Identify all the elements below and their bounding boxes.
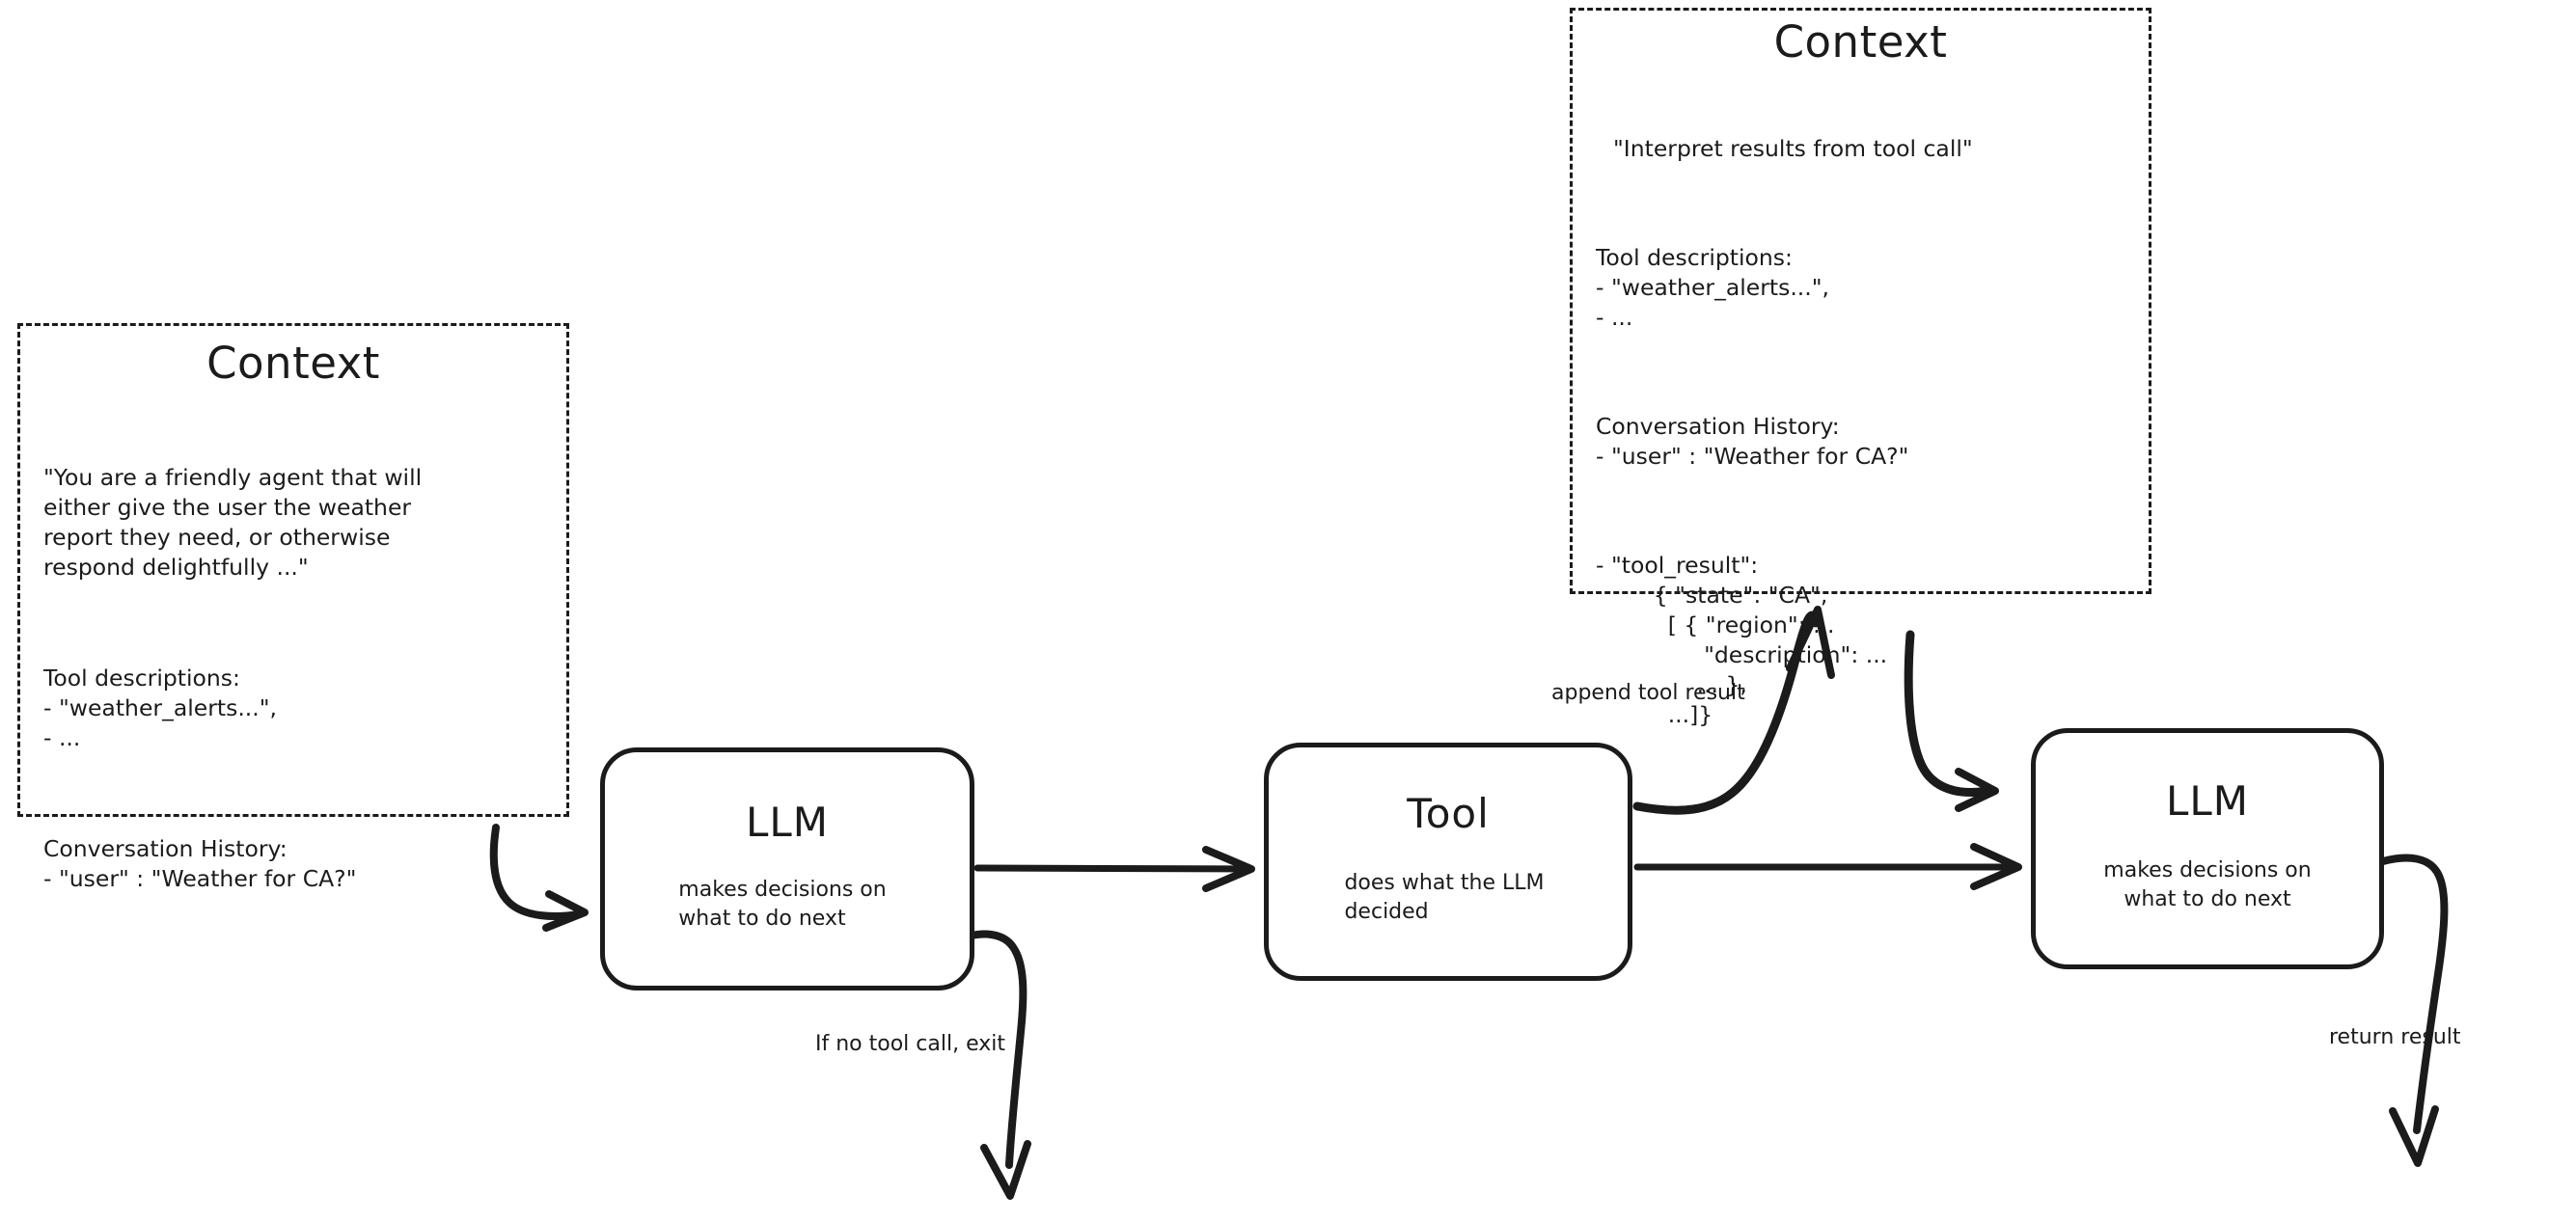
context-box-right: Context "Interpret results from tool cal… (1570, 8, 2151, 728)
node-tool-subtitle: does what the LLM decided (1344, 871, 1545, 924)
node-tool: Tool does what the LLM decided (1264, 743, 1632, 981)
node-llm-1-subtitle: makes decisions on what to do next (678, 878, 887, 931)
context-right-tool-descriptions: Tool descriptions: - "weather_alerts..."… (1596, 243, 1830, 331)
context-left-system-prompt: "You are a friendly agent that will eith… (43, 463, 423, 581)
context-right-system-prompt: "Interpret results from tool call" (1613, 134, 1973, 162)
context-right-conversation-history: Conversation History: - "user" : "Weathe… (1596, 412, 1909, 470)
context-left-conversation-history: Conversation History: - "user" : "Weathe… (43, 834, 357, 892)
node-llm-1: LLM makes decisions on what to do next (600, 747, 974, 990)
arrow-tool-to-llm2 (1633, 843, 2022, 890)
node-llm-2: LLM makes decisions on what to do next (2031, 728, 2384, 969)
edge-label-if-no-tool-call-exit: If no tool call, exit (815, 1032, 1005, 1056)
node-llm-1-title: LLM (745, 799, 830, 846)
node-tool-title: Tool (1407, 790, 1490, 837)
edge-label-return-result: return result (2329, 1025, 2461, 1049)
node-llm-2-subtitle: makes decisions on what to do next (2103, 858, 2312, 911)
context-right-body: "Interpret results from tool call" Tool … (1573, 67, 2149, 790)
context-right-title: Context (1773, 16, 1948, 68)
context-left-title: Context (206, 338, 380, 389)
context-left-body: "You are a friendly agent that will eith… (20, 388, 566, 954)
context-left-tool-descriptions: Tool descriptions: - "weather_alerts..."… (43, 664, 278, 751)
context-box-left: Context "You are a friendly agent that w… (17, 323, 569, 892)
arrow-llm1-to-tool (973, 846, 1255, 892)
edge-label-append-tool-result: append tool result (1551, 681, 1745, 705)
node-llm-2-title: LLM (2165, 777, 2250, 825)
arrow-llm1-exit (961, 930, 1031, 1200)
arrow-llm2-return-result (2379, 854, 2449, 1167)
context-right-tool-result: - "tool_result": { "state": "CA", [ { "r… (1596, 551, 1888, 728)
